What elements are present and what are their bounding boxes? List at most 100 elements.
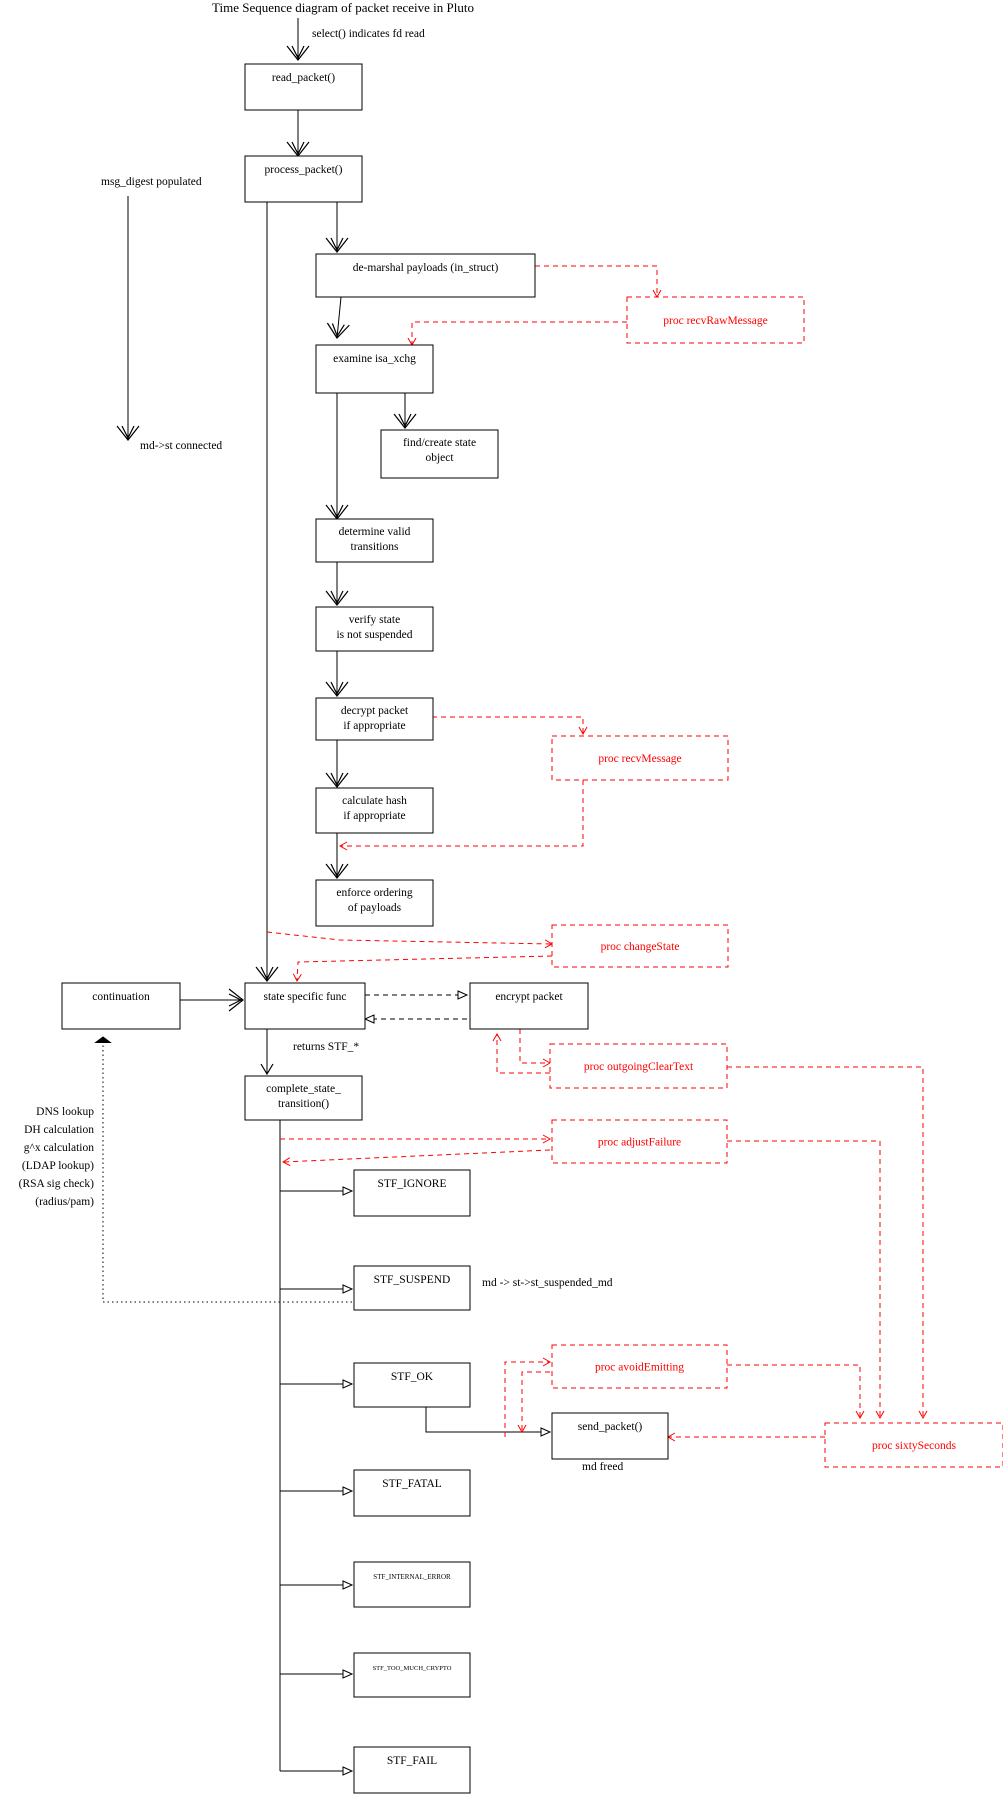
box-label: transition() — [278, 1098, 329, 1110]
arrow-suspend-to-continuation — [103, 1038, 352, 1303]
arrow-outgoing-to-sixty — [727, 1066, 928, 1420]
box-complete: complete_state_transition() — [244, 1075, 363, 1121]
note-async-op: (LDAP lookup) — [22, 1160, 94, 1172]
box-frame — [353, 1169, 471, 1217]
box-label: STF_SUSPEND — [374, 1274, 451, 1286]
box-frame — [551, 1412, 669, 1460]
proc-connectors — [266, 265, 928, 1442]
box-frame — [380, 429, 499, 479]
boxes-layer: read_packet() process_packet() de-marshal … — [61, 63, 1003, 1794]
box-label: examine isa_xchg — [333, 353, 416, 365]
proc-label: proc recvMessage — [598, 753, 681, 765]
box-label: verify state — [349, 614, 400, 626]
arrow-adjust-to-sixty — [727, 1140, 885, 1420]
box-label: determine valid — [339, 526, 411, 538]
arrow-recvraw-to-examine — [407, 321, 627, 347]
box-label: encrypt packet — [495, 991, 563, 1003]
box-stf-fail: STF_FAIL — [353, 1746, 471, 1794]
note-md-st: md->st connected — [140, 440, 222, 452]
note-suspended-md: md -> st->st_suspended_md — [482, 1277, 613, 1289]
note-returns: returns STF_* — [293, 1041, 359, 1053]
proc-frame — [551, 1119, 728, 1164]
note-async-op: DH calculation — [24, 1124, 94, 1136]
arrow-changestate-to-statefunc — [292, 955, 553, 983]
proc-adjustFailure: proc adjustFailure — [551, 1119, 728, 1164]
box-label: enforce ordering — [336, 887, 413, 899]
note-async-op: (radius/pam) — [35, 1196, 94, 1208]
box-read-packet: read_packet() — [244, 63, 363, 111]
box-label: send_packet() — [578, 1421, 643, 1433]
box-frame — [353, 1265, 471, 1311]
arrow-avoid-to-sixty — [727, 1364, 865, 1420]
box-continuation: continuation — [61, 982, 181, 1030]
box-stf-internal: STF_INTERNAL_ERROR — [353, 1561, 471, 1608]
box-process-packet: process_packet() — [244, 155, 363, 203]
note-async-ops: DNS lookup DH calculation g^x calculatio… — [19, 1106, 95, 1208]
note-select: select() indicates fd read — [312, 28, 425, 40]
box-label: of payloads — [348, 902, 402, 914]
box-label: STF_INTERNAL_ERROR — [373, 1573, 451, 1581]
proc-label: proc recvRawMessage — [663, 315, 767, 327]
proc-frame — [626, 296, 805, 344]
proc-avoidEmitting: proc avoidEmitting — [551, 1344, 728, 1389]
box-stf-ignore: STF_IGNORE — [353, 1169, 471, 1217]
main-connectors — [116, 18, 552, 1776]
note-msg-digest: msg_digest populated — [101, 176, 202, 188]
box-label: read_packet() — [272, 72, 335, 84]
box-frame — [353, 1362, 471, 1408]
box-label: object — [425, 452, 454, 464]
box-label: find/create state — [403, 437, 476, 449]
arrow-outgoing-to-encrypt — [492, 1032, 550, 1074]
box-stf-too-much: STF_TOO_MUCH_CRYPTO — [353, 1652, 471, 1698]
proc-frame — [824, 1422, 1003, 1468]
box-label: STF_IGNORE — [377, 1178, 446, 1190]
box-label: process_packet() — [265, 164, 343, 176]
box-frame — [353, 1652, 471, 1698]
box-frame — [353, 1746, 471, 1794]
box-label: is not suspended — [336, 629, 412, 641]
proc-label: proc avoidEmitting — [595, 1362, 684, 1374]
diagram-title: Time Sequence diagram of packet receive … — [212, 0, 474, 15]
box-label: if appropriate — [343, 720, 405, 732]
box-frame — [244, 155, 363, 203]
box-label: continuation — [92, 991, 150, 1003]
proc-recvMessage: proc recvMessage — [551, 735, 729, 781]
box-label: transitions — [351, 541, 399, 553]
proc-frame — [549, 1043, 728, 1089]
arrow-decrypt-to-recvmsg — [432, 716, 588, 736]
proc-label: proc outgoingClearText — [584, 1061, 694, 1073]
proc-frame — [551, 1344, 728, 1389]
box-label: decrypt packet — [341, 705, 409, 717]
proc-changeState: proc changeState — [551, 924, 729, 968]
box-frame — [315, 253, 536, 298]
proc-label: proc adjustFailure — [598, 1137, 681, 1149]
box-frame — [315, 697, 434, 741]
box-decrypt: decrypt packet if appropriate — [315, 697, 434, 741]
proc-sixtySeconds: proc sixtySeconds — [824, 1422, 1003, 1468]
suspend-return — [103, 1038, 352, 1303]
box-label: STF_FATAL — [382, 1478, 442, 1490]
note-md-freed: md freed — [582, 1461, 623, 1473]
box-frame — [315, 787, 434, 834]
box-state-func: state specific func — [244, 982, 366, 1030]
box-frame — [315, 606, 434, 652]
arrow-avoid-to-send — [517, 1371, 550, 1434]
box-frame — [244, 63, 363, 111]
box-frame — [315, 518, 434, 563]
box-stf-ok: STF_OK — [353, 1362, 471, 1408]
box-frame — [315, 344, 434, 394]
box-determine: determine valid transitions — [315, 518, 434, 563]
box-label: de-marshal payloads (in_struct) — [353, 262, 499, 274]
box-frame — [353, 1561, 471, 1608]
arrow-demarshal-to-recvraw — [535, 265, 662, 299]
box-send-packet: send_packet() — [551, 1412, 669, 1460]
box-frame — [469, 982, 589, 1030]
box-label: STF_FAIL — [387, 1755, 437, 1767]
note-async-op: DNS lookup — [36, 1106, 94, 1118]
box-examine: examine isa_xchg — [315, 344, 434, 394]
proc-label: proc sixtySeconds — [872, 1440, 957, 1452]
arrow-send-to-avoid — [504, 1357, 552, 1437]
box-label: if appropriate — [343, 810, 405, 822]
